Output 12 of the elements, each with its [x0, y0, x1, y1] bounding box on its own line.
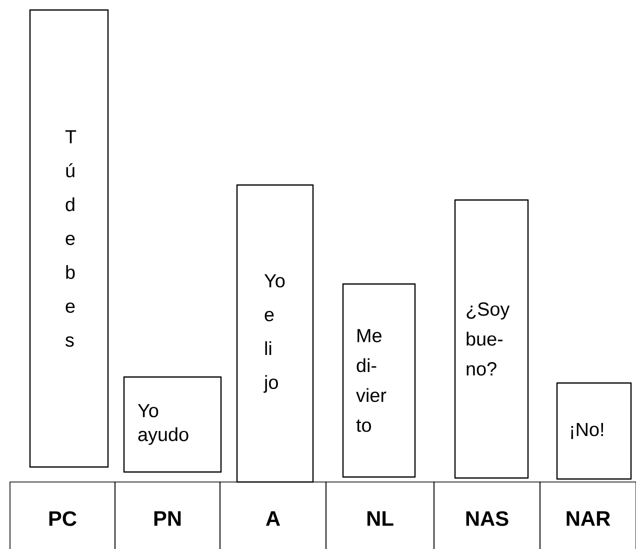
label-cell: NAR — [540, 482, 636, 549]
bar: ¿Soy bue- no? — [454, 199, 529, 479]
label-cell: A — [220, 482, 326, 549]
bar: Yo ayudo — [123, 376, 222, 473]
label-cell: PC — [10, 482, 116, 549]
bar: Yo e li jo — [236, 184, 314, 483]
label-cell: PN — [114, 482, 220, 549]
bar: Me di- vier to — [342, 283, 416, 478]
label-cell: NAS — [434, 482, 540, 549]
bar: ¡No! — [556, 382, 632, 480]
label-cell: NL — [326, 482, 434, 549]
bar: T ú d e b e s — [29, 9, 109, 468]
